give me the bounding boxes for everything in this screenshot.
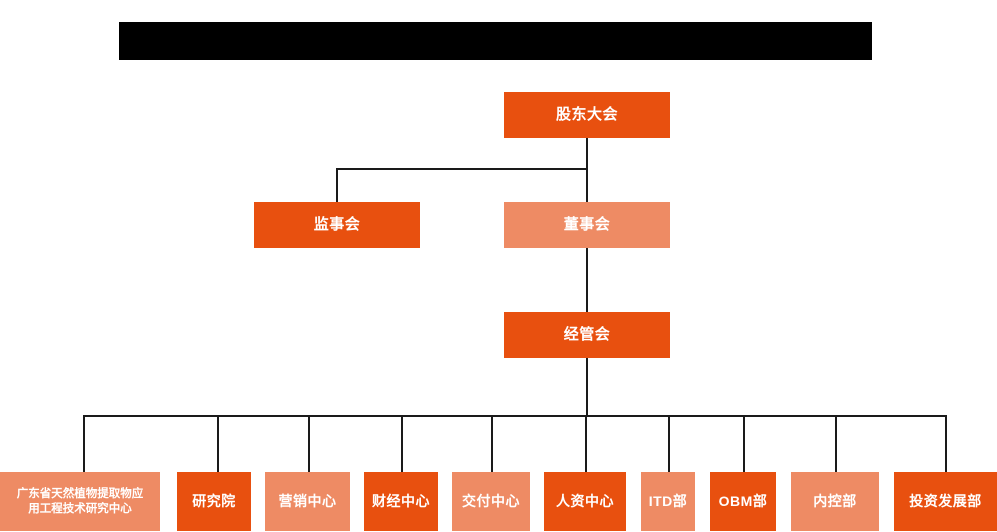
connector-stem-internal-control xyxy=(835,415,837,472)
connector-mgmt-down xyxy=(586,358,588,416)
node-board-of-directors[interactable]: 董事会 xyxy=(504,202,670,248)
node-marketing-center-label: 营销中心 xyxy=(278,492,337,509)
node-research-institute[interactable]: 研究院 xyxy=(177,472,251,531)
connector-stem-finance-center xyxy=(401,415,403,472)
connector-stem-delivery-center xyxy=(491,415,493,472)
connector-stem-hr-center xyxy=(585,415,587,472)
connector-stem-marketing-center xyxy=(308,415,310,472)
node-research-center-gd-line2: 用工程技术研究中心 xyxy=(28,502,132,515)
node-investment-development-department-label: 投资发展部 xyxy=(909,492,982,509)
connector-stem-research-center-gd xyxy=(83,415,85,472)
connector-stem-itd-dept xyxy=(668,415,670,472)
node-research-institute-label: 研究院 xyxy=(192,492,236,509)
node-obm-department-label: OBM部 xyxy=(718,492,768,509)
node-delivery-center[interactable]: 交付中心 xyxy=(452,472,530,531)
node-shareholders-meeting-label: 股东大会 xyxy=(555,105,618,123)
connector-stem-obm-dept xyxy=(743,415,745,472)
redacted-title-bar xyxy=(119,22,872,60)
connector-stem-research-institute xyxy=(217,415,219,472)
node-research-center-gd-line1: 广东省天然植物提取物应 xyxy=(16,488,144,501)
node-finance-center[interactable]: 财经中心 xyxy=(364,472,438,531)
node-marketing-center[interactable]: 营销中心 xyxy=(265,472,350,531)
connector-directors-to-mgmt xyxy=(586,248,588,314)
node-board-of-directors-label: 董事会 xyxy=(563,215,611,233)
node-management-committee[interactable]: 经管会 xyxy=(504,312,670,358)
node-internal-control-department-label: 内控部 xyxy=(813,492,857,509)
connector-stem-investment-dev xyxy=(945,415,947,472)
node-research-center-gd[interactable]: 广东省天然植物提取物应 用工程技术研究中心 xyxy=(0,472,160,531)
node-shareholders-meeting[interactable]: 股东大会 xyxy=(504,92,670,138)
connector-department-bus xyxy=(83,415,946,417)
node-internal-control-department[interactable]: 内控部 xyxy=(791,472,879,531)
connector-supervisors-drop xyxy=(336,168,338,204)
node-finance-center-label: 财经中心 xyxy=(372,492,430,509)
node-itd-department[interactable]: ITD部 xyxy=(641,472,695,531)
connector-tier2-horizontal xyxy=(336,168,588,170)
node-itd-department-label: ITD部 xyxy=(648,492,688,509)
node-delivery-center-label: 交付中心 xyxy=(462,492,520,509)
connector-shareholders-down xyxy=(586,138,588,170)
node-management-committee-label: 经管会 xyxy=(563,325,611,343)
node-hr-center[interactable]: 人资中心 xyxy=(544,472,626,531)
node-research-center-gd-label: 广东省天然植物提取物应 用工程技术研究中心 xyxy=(17,487,144,516)
node-investment-development-department[interactable]: 投资发展部 xyxy=(894,472,997,531)
node-board-of-supervisors-label: 监事会 xyxy=(313,215,361,233)
redacted-title-text xyxy=(119,22,872,60)
node-hr-center-label: 人资中心 xyxy=(556,492,614,509)
node-obm-department[interactable]: OBM部 xyxy=(710,472,776,531)
node-board-of-supervisors[interactable]: 监事会 xyxy=(254,202,420,248)
connector-directors-drop xyxy=(586,168,588,204)
